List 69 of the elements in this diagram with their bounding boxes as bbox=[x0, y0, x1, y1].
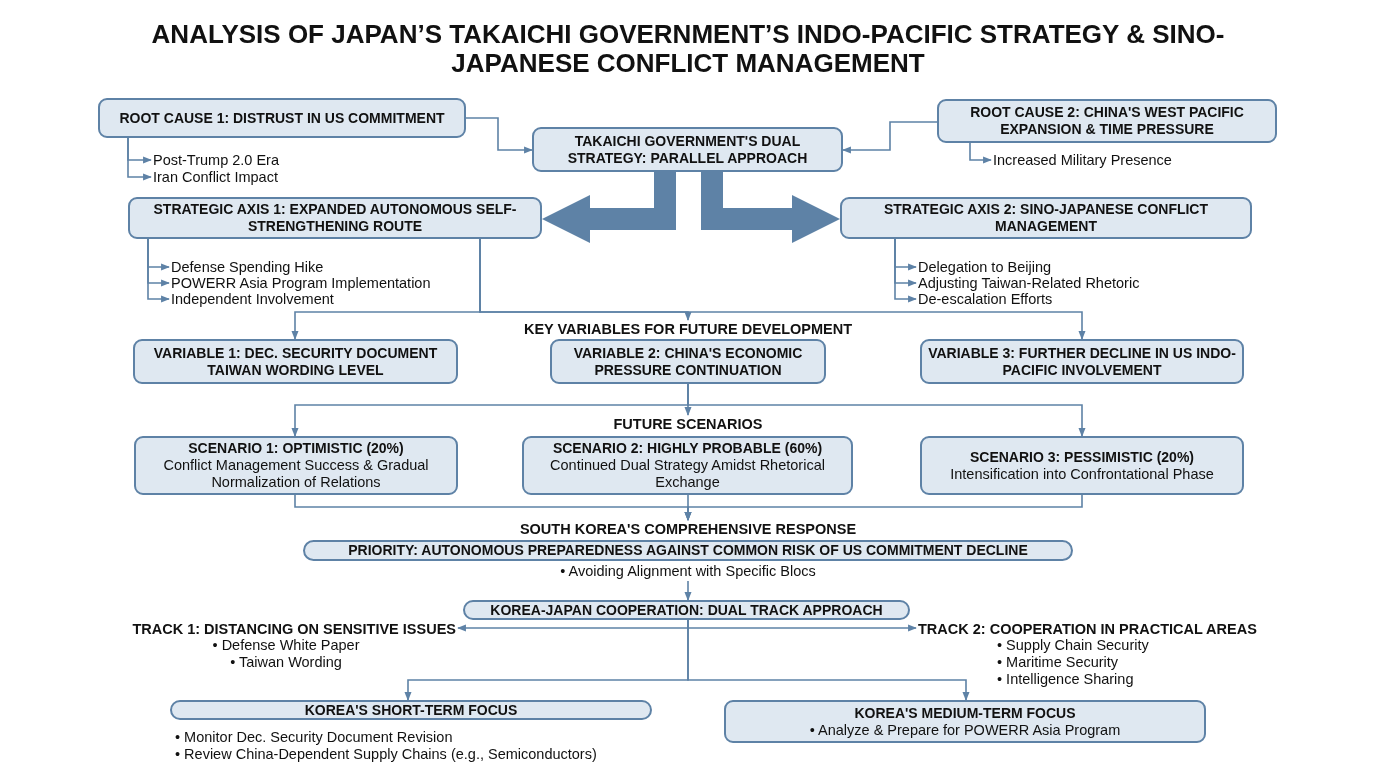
connector-arrow bbox=[684, 580, 692, 601]
process-box bbox=[128, 197, 542, 239]
box-heading: SCENARIO 1: OPTIMISTIC (20%) bbox=[188, 440, 404, 457]
connector-arrow bbox=[147, 238, 170, 303]
process-box bbox=[550, 339, 826, 384]
box-heading: VARIABLE 2: CHINA'S ECONOMIC PRESSURE CONTINUATION bbox=[572, 344, 804, 379]
rounded-banner bbox=[463, 600, 910, 620]
box-heading: SCENARIO 3: PESSIMISTIC (20%) bbox=[969, 448, 1194, 466]
bullet-item: • Defense White Paper bbox=[211, 637, 361, 654]
list-item: Increased Military Presence bbox=[993, 152, 1172, 169]
diagram-title: ANALYSIS OF JAPAN’S TAKAICHI GOVERNMENT’S INDO-PACIFIC STRATEGY & SINO-JAPANESE CONFLICT MANAGEMENT bbox=[150, 20, 1226, 78]
box-heading: ROOT CAUSE 2: CHINA'S WEST PACIFIC EXPANSION & TIME PRESSURE bbox=[969, 104, 1245, 138]
box-body: Continued Dual Strategy Amidst Rhetorical Exchange bbox=[549, 457, 826, 491]
connector-arrow bbox=[894, 238, 917, 303]
list-item: Iran Conflict Impact bbox=[153, 169, 278, 186]
section-heading: TRACK 1: DISTANCING ON SENSITIVE ISSUES bbox=[86, 620, 456, 638]
bullet-item: • Monitor Dec. Security Document Revision bbox=[175, 729, 454, 746]
process-box bbox=[522, 436, 853, 495]
section-heading: TRACK 2: COOPERATION IN PRACTICAL AREAS bbox=[918, 620, 1288, 638]
list-item: POWERR Asia Program Implementation bbox=[171, 275, 431, 292]
box-body: Conflict Management Success & Gradual Normalization of Relations bbox=[162, 457, 430, 491]
process-box bbox=[920, 436, 1244, 495]
rounded-banner bbox=[303, 540, 1073, 561]
box-heading: KOREA-JAPAN COOPERATION: DUAL TRACK APPROACH bbox=[490, 601, 883, 619]
connector-arrow bbox=[465, 117, 533, 154]
box-body: • Analyze & Prepare for POWERR Asia Program bbox=[809, 721, 1121, 739]
bullet-item: • Review China-Dependent Supply Chains (e.g., Semiconductors) bbox=[175, 746, 598, 763]
process-box bbox=[134, 436, 458, 495]
list-item: Independent Involvement bbox=[171, 291, 334, 308]
process-box bbox=[532, 127, 843, 172]
box-heading: VARIABLE 3: FURTHER DECLINE IN US INDO-PACIFIC INVOLVEMENT bbox=[928, 344, 1236, 379]
bullet-item: • Taiwan Wording bbox=[229, 654, 343, 671]
bullet-item: • Intelligence Sharing bbox=[997, 671, 1135, 688]
list-item: Adjusting Taiwan-Related Rhetoric bbox=[918, 275, 1140, 292]
box-heading: VARIABLE 1: DEC. SECURITY DOCUMENT TAIWAN WORDING LEVEL bbox=[152, 344, 439, 379]
process-box bbox=[98, 98, 466, 138]
process-box bbox=[840, 197, 1252, 239]
connector-arrow bbox=[684, 494, 1083, 521]
list-item: Defense Spending Hike bbox=[171, 259, 324, 276]
box-body: Intensification into Confrontational Phase bbox=[950, 465, 1214, 483]
box-heading: STRATEGIC AXIS 2: SINO-JAPANESE CONFLICT MANAGEMENT bbox=[882, 201, 1210, 235]
bullet-item: • Maritime Security bbox=[997, 654, 1120, 671]
connector-arrow bbox=[127, 137, 152, 181]
rounded-banner bbox=[170, 700, 652, 720]
box-heading: KOREA'S SHORT-TERM FOCUS bbox=[304, 701, 518, 719]
process-box bbox=[920, 339, 1244, 384]
connector-arrow bbox=[842, 121, 938, 154]
list-item: Delegation to Beijing bbox=[918, 259, 1051, 276]
process-box bbox=[133, 339, 458, 384]
connector-arrow bbox=[687, 619, 970, 701]
connector-arrow bbox=[687, 383, 1086, 437]
box-heading: ROOT CAUSE 1: DISTRUST IN US COMMITMENT bbox=[119, 109, 445, 127]
box-heading: SCENARIO 2: HIGHLY PROBABLE (60%) bbox=[552, 440, 823, 457]
process-box bbox=[724, 700, 1206, 743]
section-heading: KEY VARIABLES FOR FUTURE DEVELOPMENT bbox=[480, 320, 896, 338]
box-heading: STRATEGIC AXIS 1: EXPANDED AUTONOMOUS SELF-STRENGTHENING ROUTE bbox=[152, 201, 518, 235]
bullet-item: • Supply Chain Security bbox=[997, 637, 1150, 654]
process-box bbox=[937, 99, 1277, 143]
box-heading: KOREA'S MEDIUM-TERM FOCUS bbox=[854, 704, 1076, 722]
bullet-item: • Avoiding Alignment with Specific Blocs bbox=[559, 563, 817, 580]
block-arrow bbox=[701, 172, 840, 243]
box-heading: PRIORITY: AUTONOMOUS PREPAREDNESS AGAINST COMMON RISK OF US COMMITMENT DECLINE bbox=[348, 542, 1028, 559]
section-heading: SOUTH KOREA'S COMPREHENSIVE RESPONSE bbox=[440, 520, 936, 538]
block-arrow bbox=[542, 172, 676, 243]
section-heading: FUTURE SCENARIOS bbox=[540, 415, 836, 433]
list-item: Post-Trump 2.0 Era bbox=[153, 152, 279, 169]
connector-arrow bbox=[969, 142, 992, 164]
box-heading: TAKAICHI GOVERNMENT'S DUAL STRATEGY: PARALLEL APPROACH bbox=[566, 132, 809, 167]
list-item: De-escalation Efforts bbox=[918, 291, 1053, 308]
